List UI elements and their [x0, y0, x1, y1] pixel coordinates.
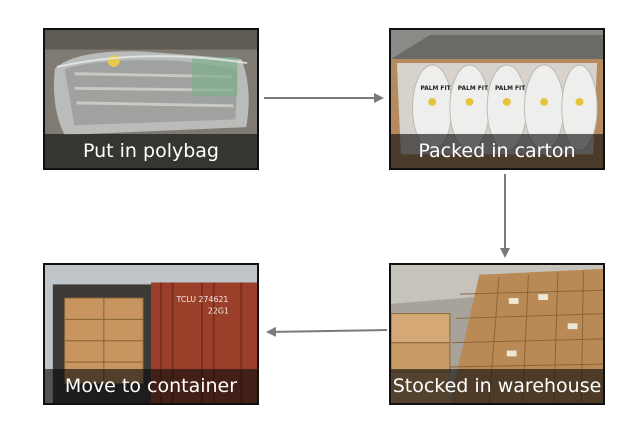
- glove-label: PALM FIT: [495, 86, 525, 92]
- gloves-in-polybag-photo: [45, 30, 257, 168]
- step-caption: Packed in carton: [391, 134, 603, 168]
- arrow-left: [266, 326, 388, 337]
- step-caption: Put in polybag: [45, 134, 257, 168]
- step-caption: Move to container: [45, 369, 257, 403]
- step-warehouse: Stocked in warehouse: [389, 263, 605, 405]
- glove-label: PALM FIT: [458, 86, 488, 92]
- step-carton: PALM FIT PALM FIT PALM FIT Packed in car…: [389, 28, 605, 170]
- container-code: TCLU 274621: [176, 295, 229, 304]
- step-container: TCLU 274621 22G1 Move to container: [43, 263, 259, 405]
- step-caption: Stocked in warehouse: [391, 369, 603, 403]
- glove-label: PALM FIT: [420, 86, 450, 92]
- step-polybag: Put in polybag: [43, 28, 259, 170]
- container-type: 22G1: [208, 307, 229, 316]
